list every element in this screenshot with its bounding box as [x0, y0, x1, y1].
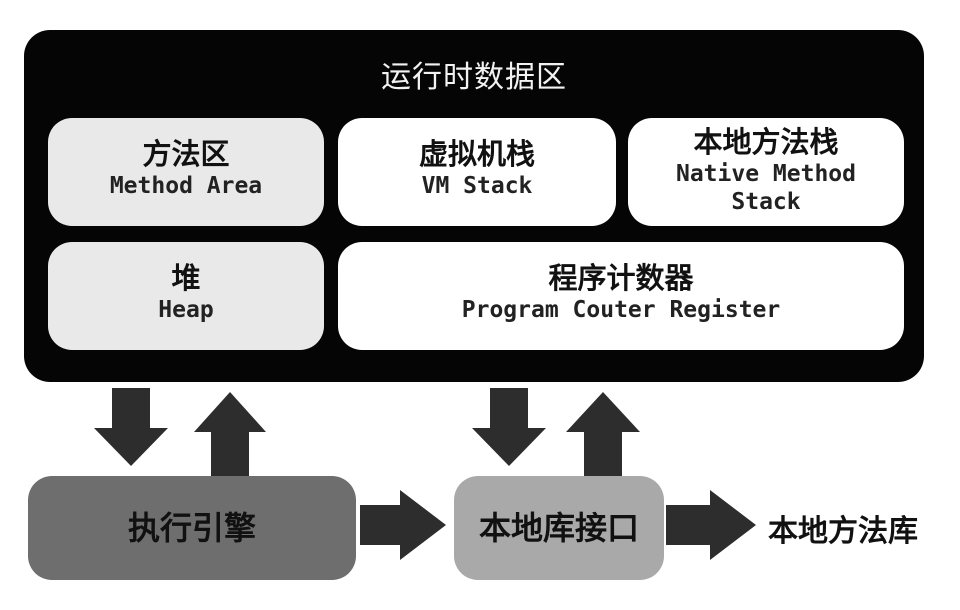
arrow-interface-to-library — [666, 490, 756, 560]
native-method-stack-box: 本地方法栈 Native Method Stack — [628, 118, 904, 226]
heap-en: Heap — [158, 297, 214, 323]
method-area-box: 方法区 Method Area — [48, 118, 324, 226]
native-method-stack-en-line1: Native Method — [675, 161, 856, 187]
execution-engine-label: 执行引擎 — [127, 509, 256, 547]
native-method-stack-cn: 本地方法栈 — [693, 125, 839, 159]
native-method-stack-en-line2: Stack — [731, 189, 801, 215]
program-counter-en: Program Couter Register — [461, 297, 781, 323]
runtime-data-area-title: 运行时数据区 — [381, 60, 567, 95]
method-area-en: Method Area — [109, 173, 263, 199]
execution-engine-box: 执行引擎 — [28, 476, 356, 580]
runtime-data-area: 运行时数据区 方法区 Method Area 虚拟机栈 VM Stack 本地方… — [24, 30, 924, 382]
native-interface-box: 本地库接口 — [454, 476, 664, 580]
vm-stack-en: VM Stack — [421, 173, 533, 199]
arrow-up-from-execution-engine — [194, 392, 266, 476]
method-area-cn: 方法区 — [142, 137, 230, 171]
arrow-up-from-native-interface — [566, 392, 640, 476]
vm-stack-cn: 虚拟机栈 — [418, 137, 535, 171]
program-counter-box: 程序计数器 Program Couter Register — [338, 242, 904, 350]
native-interface-label: 本地库接口 — [478, 509, 639, 547]
arrow-engine-to-interface — [360, 490, 446, 560]
heap-cn: 堆 — [171, 261, 201, 295]
vm-stack-box: 虚拟机栈 VM Stack — [338, 118, 616, 226]
arrow-down-to-native-interface — [472, 388, 546, 466]
program-counter-cn: 程序计数器 — [548, 261, 694, 295]
heap-box: 堆 Heap — [48, 242, 324, 350]
arrow-down-to-execution-engine — [94, 388, 168, 466]
native-library-label: 本地方法库 — [768, 514, 918, 549]
